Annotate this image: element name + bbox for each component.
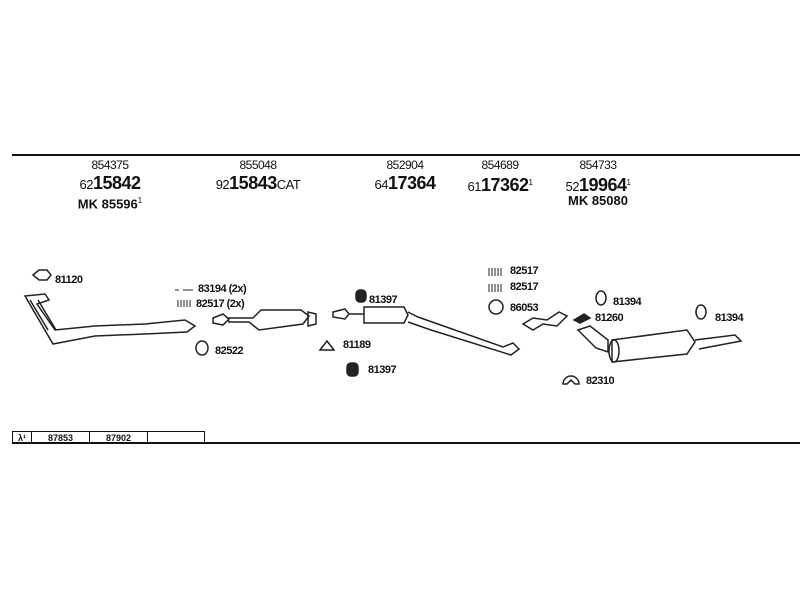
ref-number: 855048 xyxy=(239,158,277,172)
bottom-divider xyxy=(12,442,800,444)
ref-number: 854375 xyxy=(91,158,129,172)
part-number: 61173621 xyxy=(467,175,533,195)
spring-icon xyxy=(175,268,502,307)
header-column-4: 854689 61173621 xyxy=(420,158,580,195)
part-label-81394: 81394 xyxy=(715,312,744,324)
part-label-82517-2x: 82517 (2x) xyxy=(196,298,245,310)
part-number: 9215843CAT xyxy=(215,173,301,193)
header-column-5: 854733 52199641 MK 85080 xyxy=(518,158,678,209)
sensor-table: λ¹ 87853 87902 xyxy=(12,431,205,444)
gasket-icon xyxy=(31,269,52,281)
part-label-83194: 83194 (2x) xyxy=(198,283,247,295)
part-label-81120: 81120 xyxy=(55,274,83,286)
rear-muffler xyxy=(576,325,743,363)
lambda-cell: λ¹ xyxy=(12,431,32,444)
part-label-81397: 81397 xyxy=(369,294,398,306)
header-column-1: 854375 6215842 MK 855961 xyxy=(30,158,190,212)
part-label-81397: 81397 xyxy=(368,364,397,376)
rubber-mount-icon xyxy=(346,289,367,377)
intermediate-pipe xyxy=(521,311,569,331)
table-cell: 87902 xyxy=(89,431,148,444)
part-number: 52199641 xyxy=(565,175,631,195)
header-column-3: 852904 6417364 xyxy=(325,158,485,193)
part-label-82522: 82522 xyxy=(215,345,244,357)
part-number: 6215842 xyxy=(79,173,141,193)
ring-gasket-icon xyxy=(195,290,707,356)
mk-number: MK 85080 xyxy=(568,193,628,208)
part-label-82310: 82310 xyxy=(586,375,615,387)
part-label-81189: 81189 xyxy=(343,339,371,351)
flange-gasket-icon xyxy=(318,339,580,385)
part-number: 6417364 xyxy=(374,173,436,193)
header-column-2: 855048 9215843CAT xyxy=(178,158,338,193)
part-label-81260: 81260 xyxy=(595,312,624,324)
table-cell xyxy=(147,431,205,444)
catalytic-converter xyxy=(212,309,317,331)
part-label-82517: 82517 xyxy=(510,281,539,293)
table-cell: 87853 xyxy=(31,431,90,444)
part-label-82517: 82517 xyxy=(510,265,539,277)
ref-number: 854733 xyxy=(579,158,617,172)
part-label-81394: 81394 xyxy=(613,296,642,308)
top-divider xyxy=(12,154,800,156)
mk-number: MK 855961 xyxy=(77,196,143,212)
front-pipe xyxy=(23,293,197,345)
center-pipe xyxy=(332,306,521,356)
part-label-86053: 86053 xyxy=(510,302,539,314)
clamp-icon xyxy=(572,313,592,324)
ref-number: 852904 xyxy=(386,158,424,172)
ref-number: 854689 xyxy=(481,158,519,172)
